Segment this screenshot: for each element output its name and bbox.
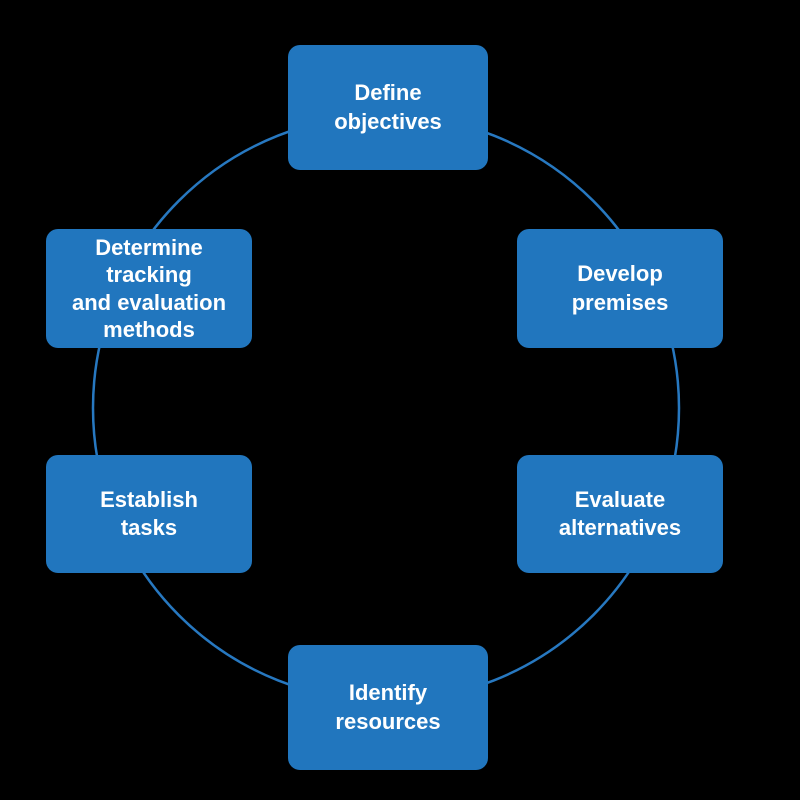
node-identify-resources: Identify resources: [288, 645, 488, 770]
node-evaluate-alternatives: Evaluate alternatives: [517, 455, 723, 573]
node-label: Develop premises: [571, 261, 669, 315]
node-label: Identify resources: [335, 680, 441, 734]
node-label: Establish tasks: [100, 486, 198, 540]
node-define-objectives: Define objectives: [288, 45, 488, 170]
node-label: Determine tracking and evaluation method…: [71, 234, 227, 342]
node-develop-premises: Develop premises: [517, 229, 723, 348]
node-establish-tasks: Establish tasks: [46, 455, 252, 573]
node-determine-tracking: Determine tracking and evaluation method…: [46, 229, 252, 348]
node-label: Define objectives: [334, 80, 442, 134]
node-label: Evaluate alternatives: [558, 486, 682, 540]
cycle-ring: [91, 113, 681, 703]
